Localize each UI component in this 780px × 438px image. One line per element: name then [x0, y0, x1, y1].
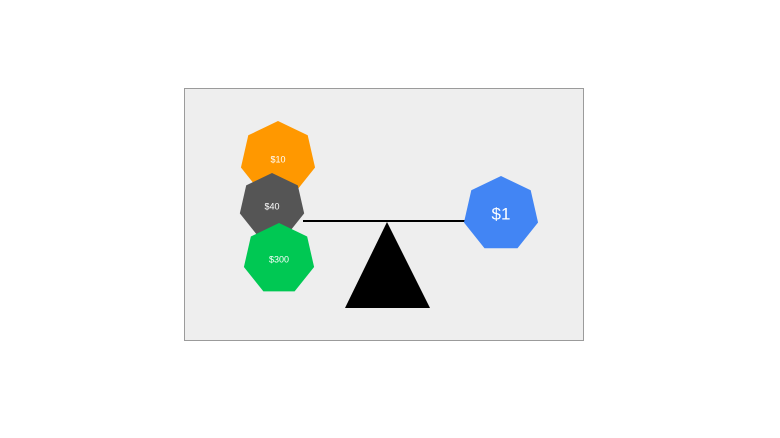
- scene-panel: [184, 88, 584, 341]
